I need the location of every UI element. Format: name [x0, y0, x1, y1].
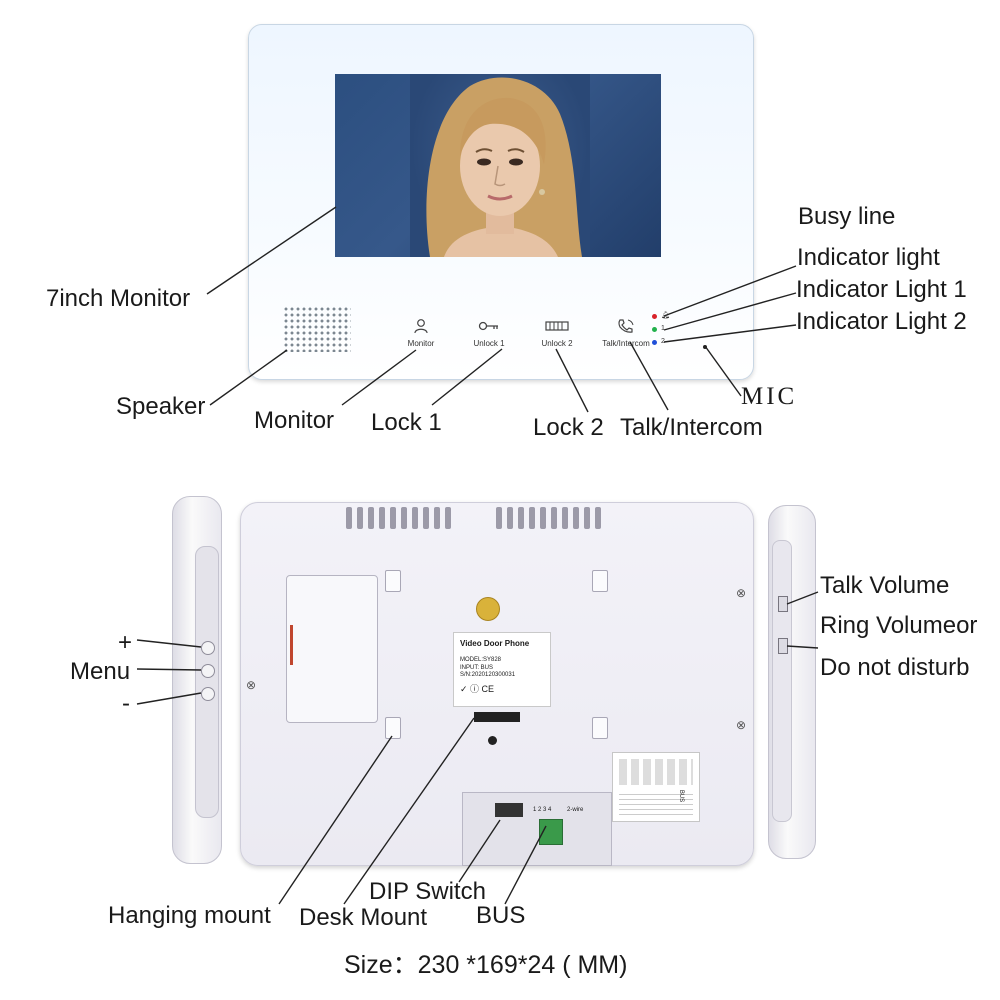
talk-intercom-button[interactable]: Talk/Intercom	[596, 318, 656, 348]
hanging-hook	[592, 570, 608, 592]
dip-switch[interactable]	[495, 803, 523, 817]
label-lock2: Lock 2	[533, 414, 604, 441]
plus-button[interactable]	[201, 641, 215, 655]
label-talk-intercom: Talk/Intercom	[620, 414, 763, 441]
label-lock1: Lock 1	[371, 409, 442, 436]
leader-line	[136, 639, 202, 648]
side-rail	[195, 546, 219, 818]
phone-icon	[596, 318, 656, 336]
label-talk-volume: Talk Volume	[820, 572, 950, 599]
connector-panel: 1 2 3 4 2-wire	[462, 792, 612, 866]
leader-line	[663, 324, 797, 343]
person-icon	[391, 318, 451, 336]
leader-line	[663, 265, 797, 317]
leader-line	[629, 341, 669, 411]
leader-line	[209, 349, 288, 406]
label-plus: +	[118, 629, 133, 656]
hanging-hook	[385, 570, 401, 592]
desk-mount-slot	[474, 712, 520, 722]
leader-line	[663, 292, 797, 331]
door-notch	[290, 625, 293, 665]
leader-line	[278, 735, 393, 905]
hanging-hook	[592, 717, 608, 739]
terminal-label: 2-wire	[567, 807, 584, 813]
indicator-led-2	[652, 340, 657, 345]
leader-line	[431, 348, 503, 406]
sticker-serial: S/N:2020120300031	[460, 672, 516, 678]
led-1-label: 1	[661, 325, 665, 332]
leader-line	[555, 348, 589, 413]
display-screen	[335, 74, 661, 257]
label-indicator-light: Indicator light	[797, 244, 940, 271]
talk-intercom-button-label: Talk/Intercom	[602, 339, 650, 348]
label-bus: BUS	[476, 902, 526, 929]
unlock2-button-label: Unlock 2	[541, 339, 573, 348]
indicator-led-1	[652, 327, 657, 332]
label-indicator-light-2: Indicator Light 2	[796, 308, 967, 335]
leader-line	[343, 717, 475, 905]
hanging-hook	[385, 717, 401, 739]
battery-door	[286, 575, 378, 723]
leader-line	[786, 591, 819, 605]
unlock1-button-label: Unlock 1	[473, 339, 505, 348]
led-2-label: 2	[661, 338, 665, 345]
visitor-portrait-image	[426, 77, 582, 257]
sticker-model: MODEL:SY828	[460, 657, 502, 663]
label-indicator-light-1: Indicator Light 1	[796, 276, 967, 303]
sticker-cert-marks: ✓ ⓘ CE	[460, 683, 495, 694]
label-mic: MIC	[741, 383, 798, 410]
leader-line	[136, 692, 202, 705]
label-monitor: Monitor	[254, 407, 335, 434]
screw-icon: ⊗	[736, 718, 747, 732]
minus-button[interactable]	[201, 687, 215, 701]
dip-settings-chart: BUS	[612, 752, 700, 822]
sticker-input: INPUT: BUS	[460, 664, 494, 671]
product-sticker: Video Door Phone MODEL:SY828 INPUT: BUS …	[453, 632, 551, 707]
label-speaker: Speaker	[116, 393, 206, 420]
leader-line	[206, 206, 337, 295]
dip-numbers: 1 2 3 4	[533, 807, 552, 813]
leader-line	[136, 668, 202, 671]
size-caption: Size：230 *169*24 ( MM)	[344, 951, 628, 979]
speaker-grill	[283, 306, 351, 352]
leader-line	[458, 819, 501, 883]
label-ring-volume: Ring Volumeor	[820, 612, 978, 639]
menu-button[interactable]	[201, 664, 215, 678]
sticker-title: Video Door Phone	[460, 639, 530, 648]
monitor-button-label: Monitor	[407, 339, 435, 348]
screw-icon: ⊗	[246, 678, 257, 692]
screw-icon: ⊗	[736, 586, 747, 600]
leader-line	[704, 345, 742, 397]
label-desk-mount: Desk Mount	[299, 904, 428, 931]
label-busy-line: Busy line	[798, 203, 896, 230]
gate-icon	[527, 318, 587, 336]
unlock1-button[interactable]: Unlock 1	[459, 318, 519, 348]
leader-line	[341, 349, 417, 406]
qc-pass-seal	[476, 597, 500, 621]
desk-mount-hole	[488, 736, 497, 745]
leader-line	[786, 645, 819, 649]
label-menu: Menu	[70, 658, 131, 685]
unlock2-button[interactable]: Unlock 2	[527, 318, 587, 348]
label-do-not-disturb: Do not disturb	[820, 654, 970, 681]
leader-line	[504, 825, 547, 905]
key-icon	[459, 318, 519, 336]
busy-led	[652, 314, 657, 319]
label-dip-switch: DIP Switch	[369, 878, 486, 905]
label-minus: -	[122, 690, 130, 717]
monitor-button[interactable]: Monitor	[391, 318, 451, 348]
label-7inch-monitor: 7inch Monitor	[46, 285, 191, 312]
label-hanging-mount: Hanging mount	[108, 902, 271, 929]
